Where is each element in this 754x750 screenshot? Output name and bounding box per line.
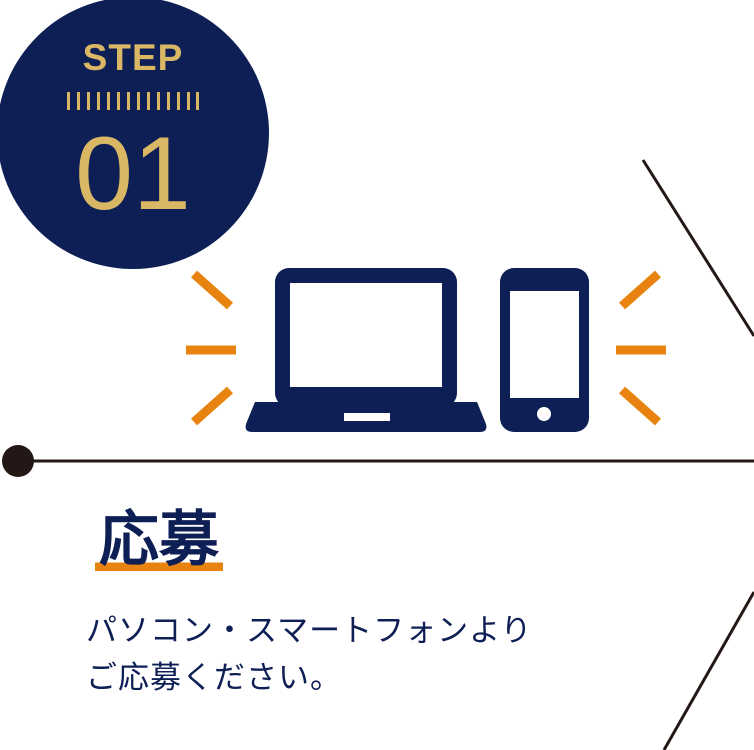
chevron-line-top <box>641 159 754 337</box>
step-heading: 応募 <box>95 505 223 577</box>
step-badge: STEP 01 <box>0 0 269 269</box>
step-tick-marks <box>67 92 199 110</box>
chevron-line-bottom <box>662 591 754 750</box>
sparkle-rays-right <box>616 270 666 426</box>
description-line-2: ご応募ください。 <box>86 660 342 696</box>
step-title: 応募 <box>95 505 223 577</box>
step-label: STEP <box>82 37 184 78</box>
smartphone-icon <box>500 268 589 432</box>
step-number: 01 <box>75 116 191 232</box>
timeline-dot <box>2 445 34 477</box>
devices-illustration <box>186 268 666 432</box>
sparkle-rays-left <box>186 270 236 426</box>
laptop-icon <box>245 268 487 432</box>
step-description: パソコン・スマートフォンより ご応募ください。 <box>86 608 686 702</box>
description-line-1: パソコン・スマートフォンより <box>86 613 533 649</box>
